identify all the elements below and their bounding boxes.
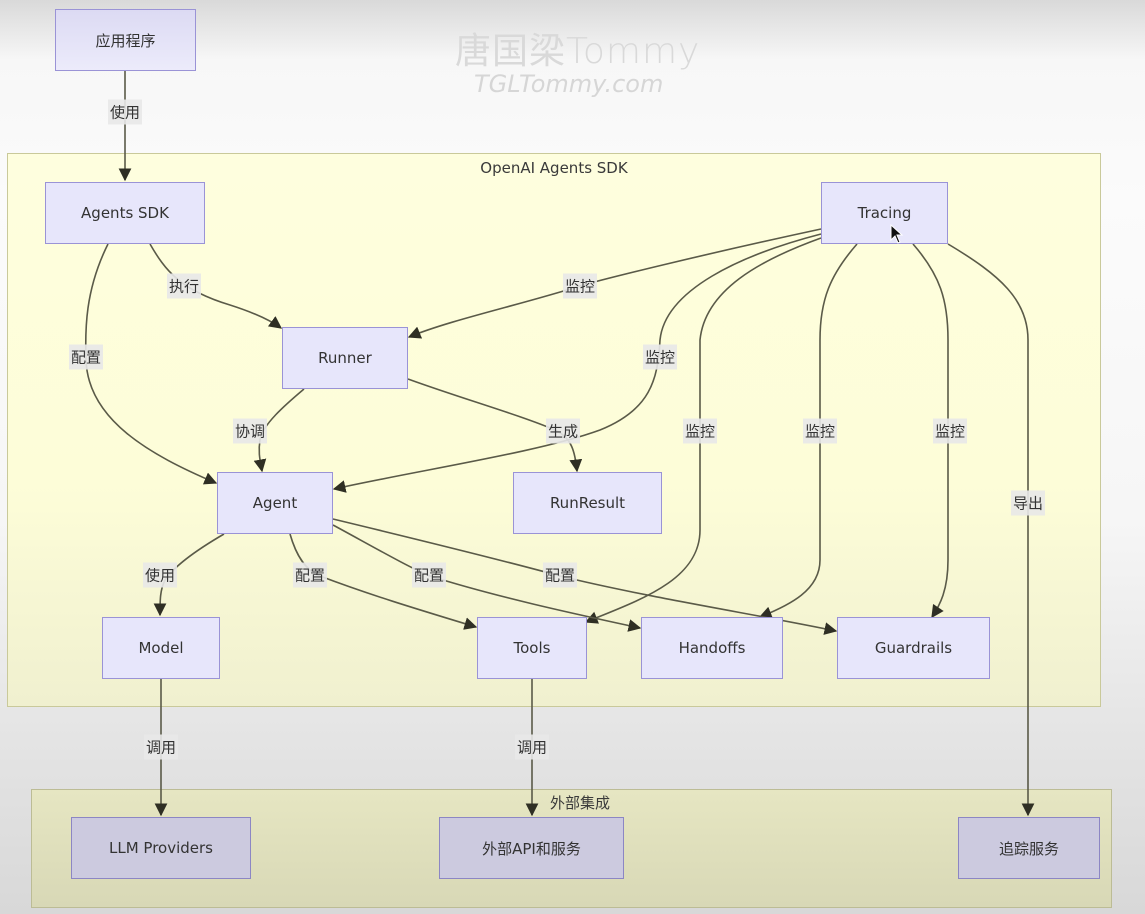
node-llm-providers[interactable]: LLM Providers bbox=[71, 817, 251, 879]
node-app[interactable]: 应用程序 bbox=[55, 9, 196, 71]
edge-label-tracing-handoffs: 监控 bbox=[802, 418, 838, 444]
edge-sdk-runner bbox=[149, 243, 283, 329]
watermark-name: 唐国梁Tommy bbox=[455, 31, 701, 72]
edge-tracing-tracesvc bbox=[947, 243, 1035, 817]
node-label: Runner bbox=[318, 349, 372, 367]
watermark-url: TGLTommy.com bbox=[474, 70, 664, 98]
node-tracing[interactable]: Tracing bbox=[821, 182, 948, 244]
node-label: 追踪服务 bbox=[998, 839, 1059, 858]
node-agent[interactable]: Agent bbox=[217, 472, 333, 534]
node-label: Tools bbox=[513, 639, 551, 657]
edge-tracing-handoffs bbox=[758, 243, 858, 619]
edge-label-sdk-runner: 执行 bbox=[166, 273, 202, 299]
edge-label-agent-model: 使用 bbox=[142, 562, 178, 588]
node-agents-sdk[interactable]: Agents SDK bbox=[45, 182, 205, 244]
edge-tracing-agent bbox=[332, 233, 822, 493]
node-label: 外部API和服务 bbox=[482, 839, 581, 858]
edge-label-tracing-tools: 监控 bbox=[682, 418, 718, 444]
node-runresult[interactable]: RunResult bbox=[513, 472, 662, 534]
edge-tracing-runner bbox=[407, 228, 822, 339]
edge-label-tracing-runner: 监控 bbox=[562, 273, 598, 299]
edge-agent-guardrails bbox=[332, 518, 838, 635]
node-label: Agent bbox=[252, 494, 298, 512]
node-runner[interactable]: Runner bbox=[282, 327, 408, 389]
node-label: 应用程序 bbox=[95, 31, 156, 50]
edge-label-runner-runresult: 生成 bbox=[545, 418, 581, 444]
edge-label-sdk-agent: 配置 bbox=[68, 344, 104, 370]
mouse-cursor-icon bbox=[890, 224, 904, 244]
edge-label-tracing-tracesvc: 导出 bbox=[1010, 490, 1046, 516]
node-tools[interactable]: Tools bbox=[477, 617, 587, 679]
subgraph-title: 外部集成 bbox=[550, 794, 611, 812]
node-guardrails[interactable]: Guardrails bbox=[837, 617, 990, 679]
edge-label-tracing-agent: 监控 bbox=[642, 344, 678, 370]
subgraph-openai-agents-sdk: OpenAI Agents SDK bbox=[7, 153, 1101, 707]
edge-agent-handoffs bbox=[332, 524, 642, 632]
edge-label-agent-handoffs: 配置 bbox=[411, 562, 447, 588]
subgraph-title: OpenAI Agents SDK bbox=[480, 159, 628, 177]
node-label: Tracing bbox=[857, 204, 912, 222]
edge-agent-tools bbox=[289, 533, 478, 630]
node-label: RunResult bbox=[549, 494, 626, 512]
node-trace-service[interactable]: 追踪服务 bbox=[958, 817, 1100, 879]
edge-label-app-sdk: 使用 bbox=[107, 99, 143, 125]
edge-label-model-llm: 调用 bbox=[143, 734, 179, 760]
edge-label-agent-tools: 配置 bbox=[292, 562, 328, 588]
edge-label-runner-agent: 协调 bbox=[232, 418, 268, 444]
node-handoffs[interactable]: Handoffs bbox=[641, 617, 783, 679]
node-external-api[interactable]: 外部API和服务 bbox=[439, 817, 624, 879]
edge-tracing-guardrails bbox=[912, 243, 949, 619]
node-label: Handoffs bbox=[678, 639, 746, 657]
edge-label-tools-extapi: 调用 bbox=[514, 734, 550, 760]
edge-label-tracing-guardrails: 监控 bbox=[932, 418, 968, 444]
node-label: Agents SDK bbox=[81, 204, 169, 222]
edge-runner-runresult bbox=[407, 378, 583, 473]
edge-label-agent-guardrails: 配置 bbox=[542, 562, 578, 588]
node-label: Model bbox=[138, 639, 184, 657]
node-label: LLM Providers bbox=[109, 839, 213, 857]
node-model[interactable]: Model bbox=[102, 617, 220, 679]
node-label: Guardrails bbox=[874, 639, 953, 657]
